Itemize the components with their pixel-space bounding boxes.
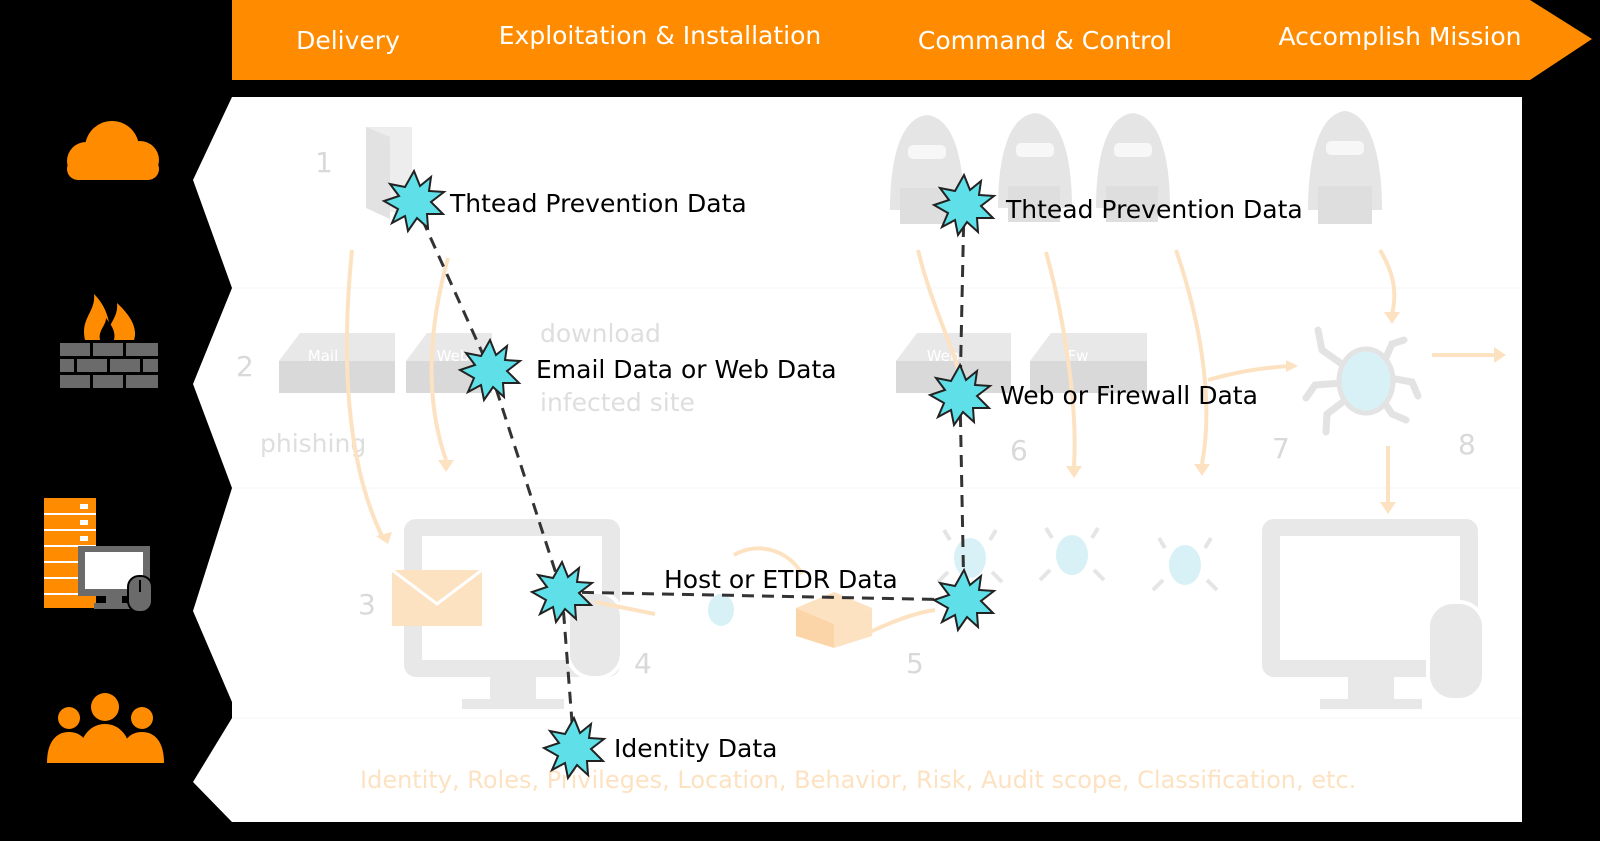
- mail-gateway-icon: Mail: [279, 333, 395, 393]
- bug-icon: [708, 526, 1219, 626]
- step-number: 6: [1010, 434, 1028, 467]
- step-number: 3: [358, 588, 376, 621]
- malware-bug-icon: [1302, 326, 1422, 436]
- identity-attributes: Identity, Roles, Privileges, Location, B…: [360, 766, 1356, 794]
- data-point-label: Thtead Prevention Data: [449, 189, 747, 218]
- step-number: 2: [236, 350, 254, 383]
- svg-text:Fw: Fw: [1068, 347, 1089, 365]
- svg-text:Web: Web: [437, 347, 470, 365]
- cloud-icon: [67, 121, 159, 180]
- data-point-label: Host or ETDR Data: [664, 565, 898, 594]
- attacker-icon: [998, 113, 1072, 222]
- data-point-burst: [541, 715, 607, 781]
- svg-text:Mail: Mail: [308, 347, 338, 365]
- data-point-burst: [931, 172, 997, 238]
- flow-arrows: [344, 248, 1494, 634]
- phishing-label: phishing: [260, 429, 366, 458]
- attacker-icon: [890, 115, 964, 224]
- step-number: 7: [1272, 432, 1290, 465]
- phase-delivery: Delivery: [296, 26, 400, 55]
- data-point-label: Thtead Prevention Data: [1005, 195, 1303, 224]
- step-number: 8: [1458, 428, 1476, 461]
- download-label: download: [540, 319, 661, 348]
- step-numbers: 1 2 3 4 5 6 7 8: [236, 146, 1476, 680]
- step-number: 1: [315, 146, 333, 179]
- data-point-label: Identity Data: [614, 734, 777, 763]
- target-monitor-icon: [1262, 519, 1486, 709]
- phase-command-control: Command & Control: [918, 26, 1172, 55]
- users-icon: [47, 693, 164, 763]
- data-point-burst: [381, 168, 447, 234]
- phase-accomplish-mission: Accomplish Mission: [1278, 22, 1521, 51]
- firewall-appliance-icon: Fw: [1030, 333, 1147, 393]
- step-number: 5: [906, 647, 924, 680]
- infected-site-label: infected site: [540, 388, 695, 417]
- flow-arrowheads: [376, 312, 1506, 544]
- data-point-burst: [927, 362, 993, 428]
- data-point-label: Web or Firewall Data: [1000, 381, 1258, 410]
- envelope-icon: [391, 568, 483, 626]
- firewall-icon: [60, 294, 158, 388]
- attacker-icon: [1096, 113, 1170, 222]
- phase-banner: [232, 0, 1592, 80]
- data-point-burst: [457, 337, 523, 403]
- server-desktop-icon: [44, 498, 153, 613]
- data-point-label: Email Data or Web Data: [536, 355, 837, 384]
- phase-exploitation-installation: Exploitation & Installation: [499, 21, 822, 50]
- attacker-icon: [1308, 111, 1382, 224]
- data-point-burst: [931, 567, 997, 633]
- step-number: 4: [634, 647, 652, 680]
- data-point-burst: [529, 559, 595, 625]
- payload-box-icon: [796, 592, 872, 648]
